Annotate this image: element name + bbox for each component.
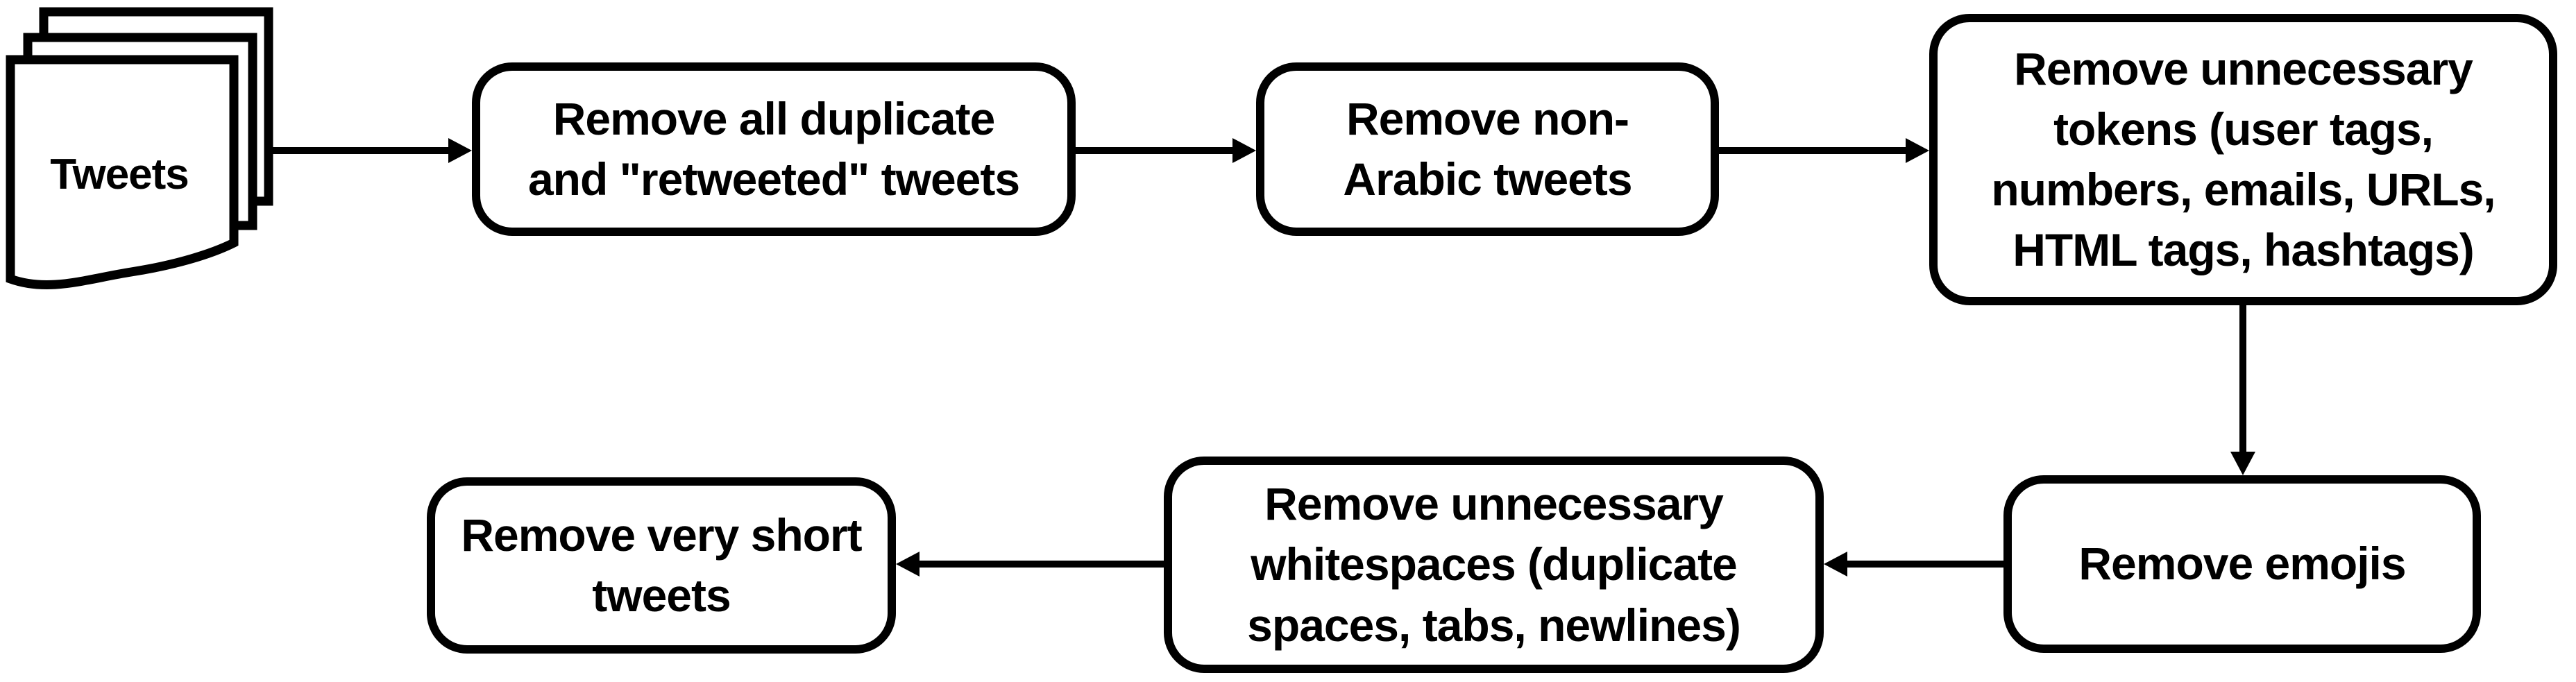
tweets-source-label: Tweets [50, 151, 189, 198]
arrow-nonarabic-to-tokens-head-icon [1906, 138, 1929, 163]
arrow-duplicates-to-nonarabic-stem [1076, 147, 1235, 154]
arrow-tweets-to-duplicates-head-icon [448, 138, 472, 163]
arrow-whitespaces-to-short-head-icon [896, 552, 920, 577]
node-remove-emojis-label: Remove emojis [2078, 538, 2406, 590]
node-remove-non-arabic: Remove non-Arabic tweets [1256, 62, 1719, 236]
node-remove-non-arabic-label: Remove non-Arabic tweets [1343, 92, 1632, 205]
arrow-emojis-to-whitespaces-head-icon [1824, 552, 1847, 577]
arrow-tokens-to-emojis-stem [2239, 305, 2246, 454]
arrow-tokens-to-emojis-head-icon [2230, 452, 2255, 475]
node-remove-emojis: Remove emojis [2003, 475, 2481, 653]
node-tweets-source: Tweets [3, 7, 274, 298]
document-page-front [6, 55, 239, 290]
arrow-duplicates-to-nonarabic-head-icon [1232, 138, 1256, 163]
arrow-whitespaces-to-short-stem [918, 561, 1164, 568]
document-stack-icon [6, 7, 273, 290]
arrow-emojis-to-whitespaces-stem [1846, 561, 2003, 568]
arrow-tweets-to-duplicates-stem [271, 147, 450, 154]
arrow-nonarabic-to-tokens-stem [1719, 147, 1908, 154]
